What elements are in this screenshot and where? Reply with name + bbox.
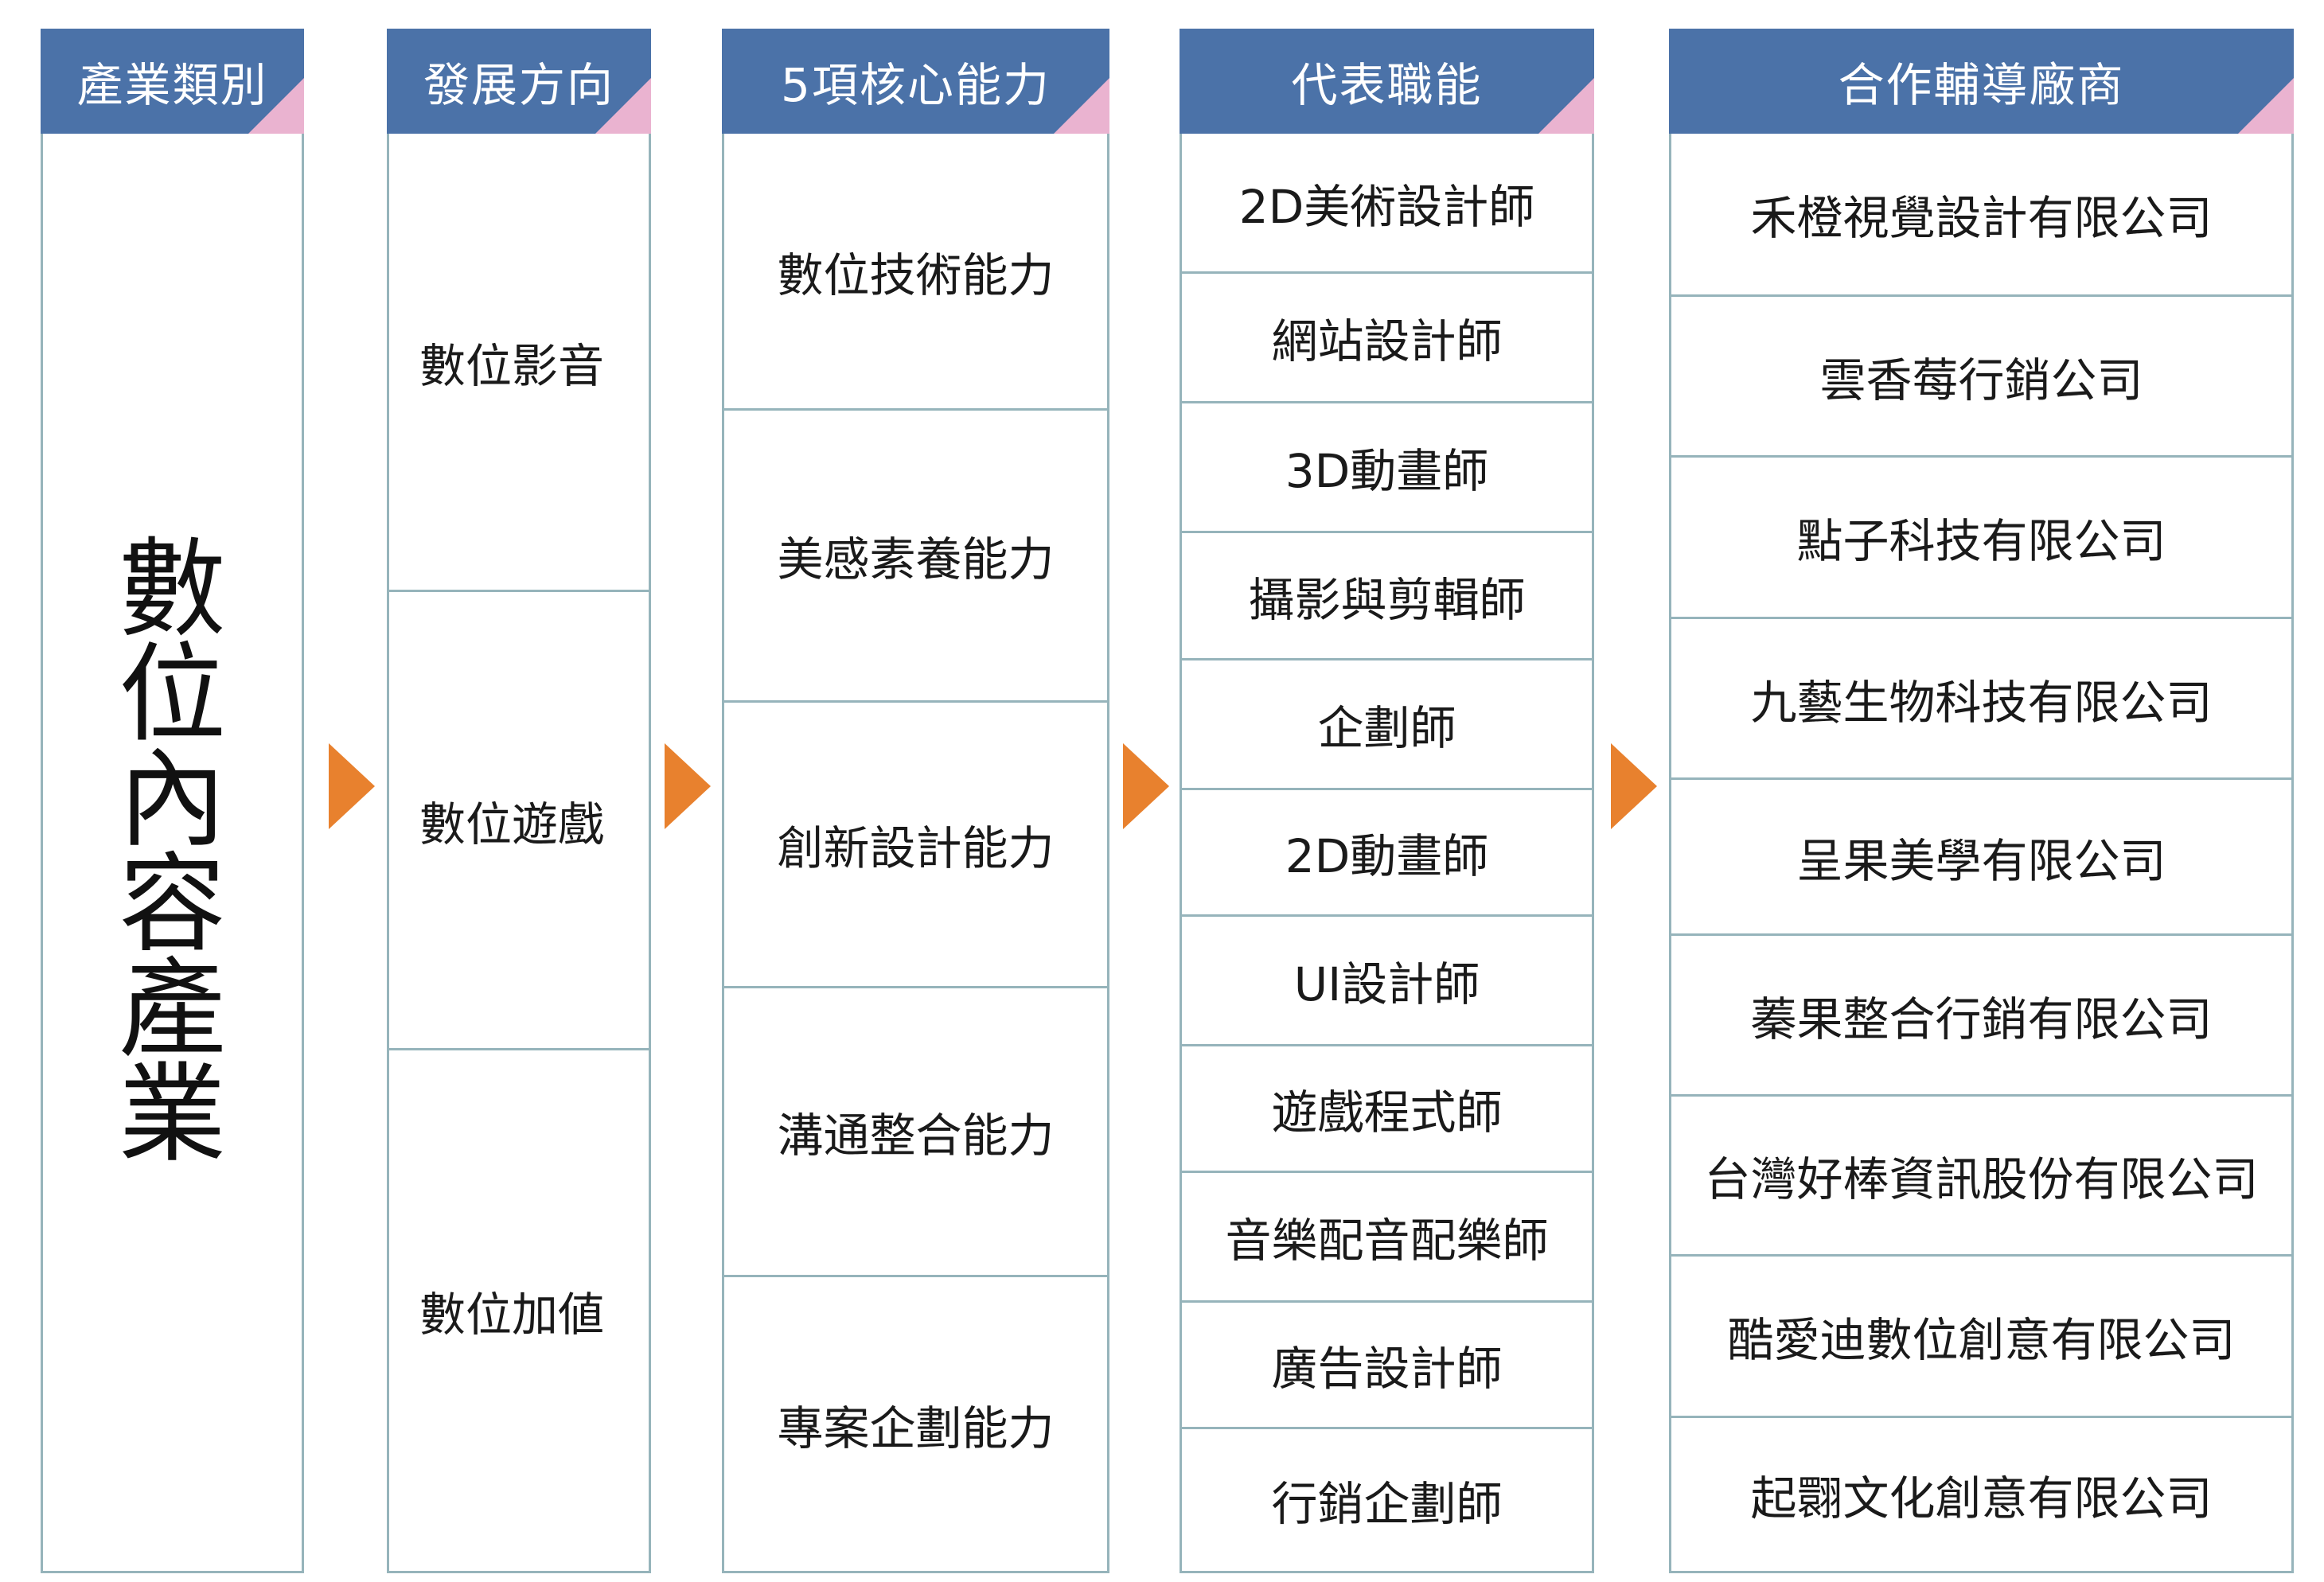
industry-title-char: 業	[119, 1052, 226, 1177]
roles-header-label: 代表職能	[1291, 58, 1483, 112]
ability-item: 溝通整合能力	[724, 986, 1107, 1275]
partner-item: 點子科技有限公司	[1671, 455, 2291, 617]
role-item: 遊戲程式師	[1182, 1044, 1592, 1171]
role-item: 音樂配音配樂師	[1182, 1171, 1592, 1300]
industry-header-label: 產業類別	[76, 58, 268, 112]
triangle-right-icon	[1611, 743, 1657, 829]
industry-title-char: 產	[119, 947, 226, 1072]
partner-item: 呈果美學有限公司	[1671, 777, 2291, 933]
triangle-right-icon	[1123, 743, 1169, 829]
header-corner-accent	[1054, 78, 1109, 134]
partner-item: 九藝生物科技有限公司	[1671, 617, 2291, 777]
roles-body: 2D美術設計師 網站設計師 3D動畫師 攝影與剪輯師 企劃師 2D動畫師 UI設…	[1180, 134, 1594, 1573]
partners-header: 合作輔導廠商	[1669, 29, 2294, 134]
roles-column: 代表職能 2D美術設計師 網站設計師 3D動畫師 攝影與剪輯師 企劃師 2D動畫…	[1180, 29, 1594, 1573]
partner-item: 台灣好棒資訊股份有限公司	[1671, 1094, 2291, 1254]
partner-item: 起翾文化創意有限公司	[1671, 1416, 2291, 1571]
triangle-right-icon	[329, 743, 375, 829]
industry-body: 數位內容產業	[41, 134, 304, 1573]
direction-column: 發展方向 數位影音 數位遊戲 數位加値	[387, 29, 651, 1573]
abilities-header-label: 5項核心能力	[781, 58, 1051, 112]
header-corner-accent	[1538, 78, 1594, 134]
partners-body: 禾橙視覺設計有限公司 雲香莓行銷公司 點子科技有限公司 九藝生物科技有限公司 呈…	[1669, 134, 2294, 1573]
partners-column: 合作輔導廠商 禾橙視覺設計有限公司 雲香莓行銷公司 點子科技有限公司 九藝生物科…	[1669, 29, 2294, 1573]
partners-header-label: 合作輔導廠商	[1838, 58, 2125, 112]
role-item: 行銷企劃師	[1182, 1427, 1592, 1571]
roles-header: 代表職能	[1180, 29, 1594, 134]
direction-item: 數位影音	[419, 338, 605, 393]
role-item: 2D動畫師	[1182, 788, 1592, 914]
ability-item: 美感素養能力	[724, 408, 1107, 700]
ability-item: 專案企劃能力	[724, 1275, 1107, 1571]
direction-item: 數位遊戲	[389, 590, 649, 1048]
partner-item: 蓁果整合行銷有限公司	[1671, 933, 2291, 1094]
ability-item: 數位技術能力	[777, 247, 1055, 302]
role-item: 網站設計師	[1182, 271, 1592, 401]
industry-title: 數位內容產業	[43, 134, 302, 1571]
partner-item: 禾橙視覺設計有限公司	[1750, 191, 2213, 245]
industry-header: 產業類別	[41, 29, 304, 134]
triangle-right-icon	[665, 743, 711, 829]
industry-column: 產業類別 數位內容產業	[41, 29, 304, 1573]
role-item: UI設計師	[1182, 914, 1592, 1044]
ability-item: 創新設計能力	[724, 700, 1107, 986]
header-corner-accent	[2238, 78, 2294, 134]
partner-item: 酷愛迪數位創意有限公司	[1671, 1254, 2291, 1416]
direction-item: 數位加値	[389, 1048, 649, 1571]
role-item: 2D美術設計師	[1238, 179, 1535, 234]
partner-item: 雲香莓行銷公司	[1671, 294, 2291, 455]
industry-title-char: 數	[119, 527, 226, 652]
direction-header: 發展方向	[387, 29, 651, 134]
industry-title-char: 內	[119, 737, 226, 862]
abilities-column: 5項核心能力 數位技術能力 美感素養能力 創新設計能力 溝通整合能力 專案企劃能…	[722, 29, 1109, 1573]
direction-body: 數位影音 數位遊戲 數位加値	[387, 134, 651, 1573]
direction-header-label: 發展方向	[423, 58, 614, 112]
industry-title-char: 容	[119, 842, 226, 967]
role-item: 攝影與剪輯師	[1182, 531, 1592, 658]
abilities-header: 5項核心能力	[722, 29, 1109, 134]
role-item: 企劃師	[1182, 658, 1592, 788]
industry-title-char: 位	[119, 632, 226, 757]
role-item: 廣告設計師	[1182, 1300, 1592, 1427]
abilities-body: 數位技術能力 美感素養能力 創新設計能力 溝通整合能力 專案企劃能力	[722, 134, 1109, 1573]
role-item: 3D動畫師	[1182, 401, 1592, 531]
